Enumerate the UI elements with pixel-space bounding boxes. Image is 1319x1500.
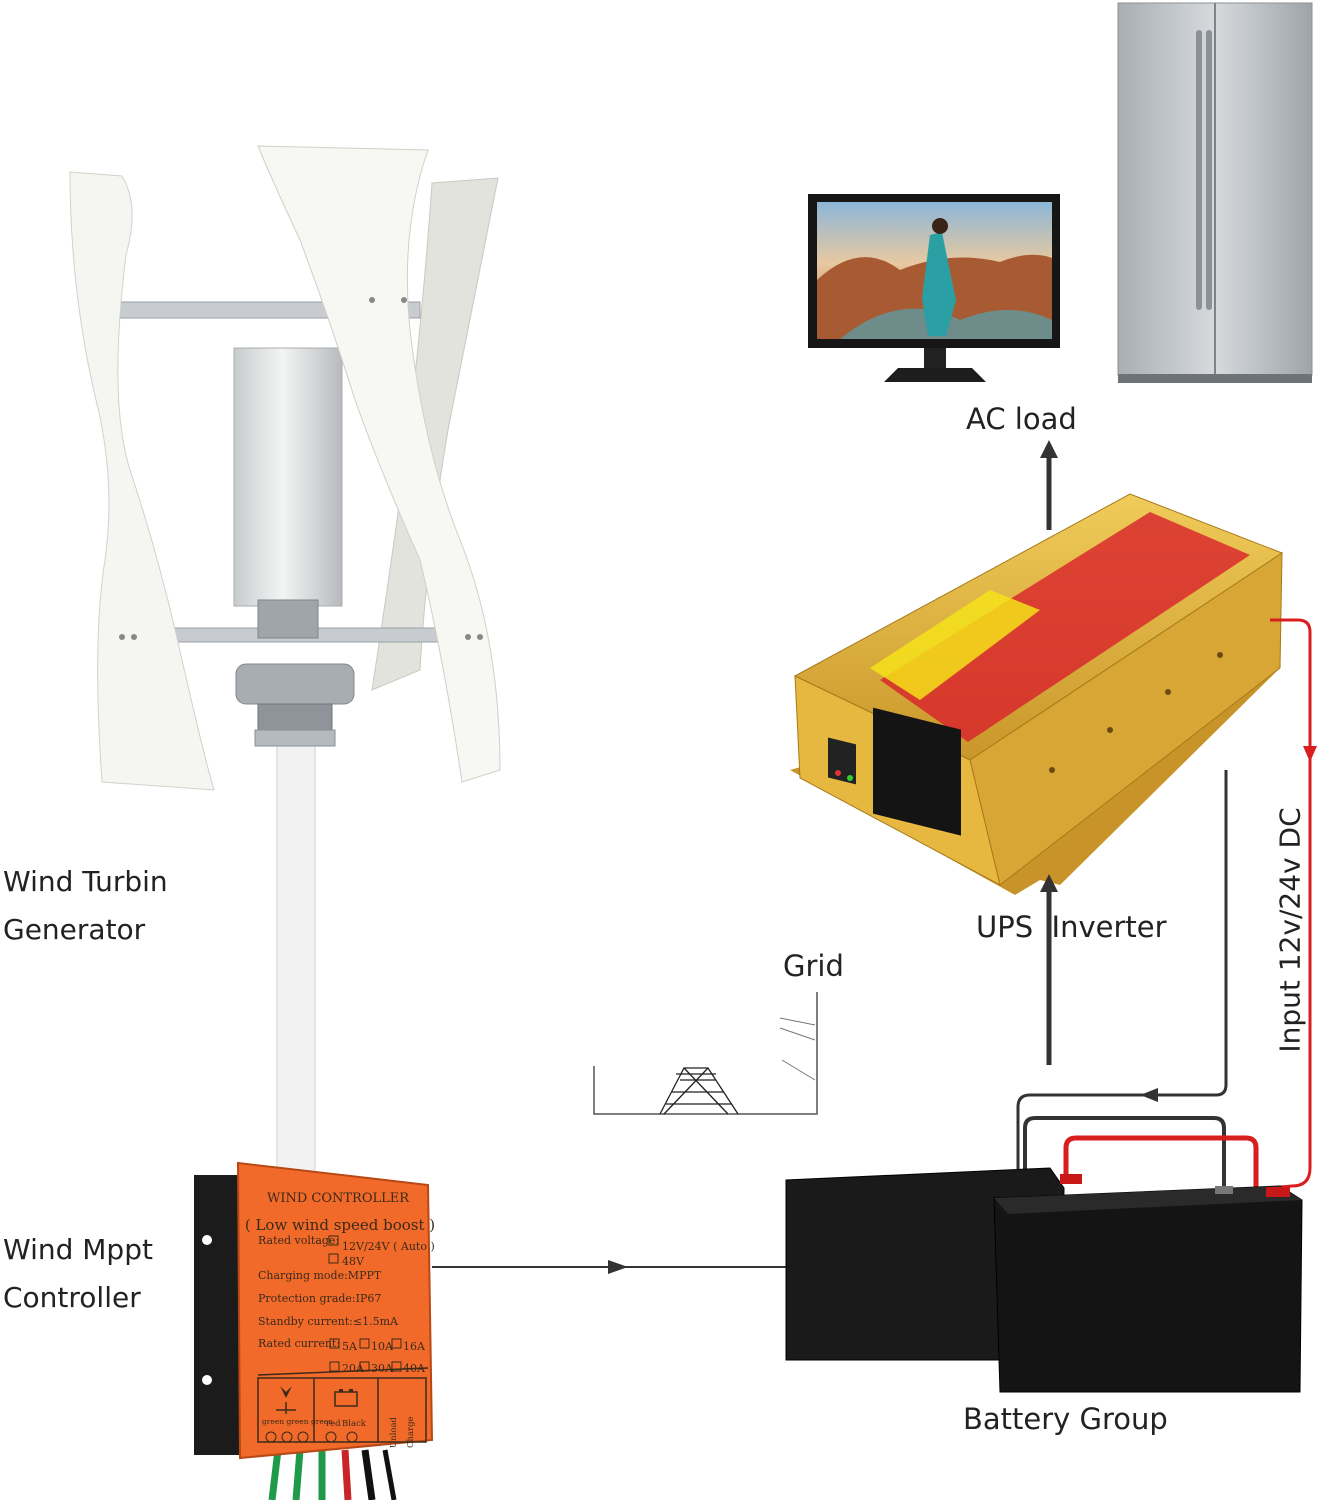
battery-group-label: Battery Group [963,1402,1168,1436]
controller-terminal-unload: Unload [389,1416,399,1448]
controller-current-5a: 5A [342,1340,358,1353]
battery-group-illustration [785,1167,1303,1393]
controller-rated-current-label: Rated current: [258,1337,340,1350]
controller-current-16a: 16A [403,1340,426,1353]
controller-terminal-red: red [326,1419,341,1429]
battery-front [993,1185,1303,1393]
turbine-blade-back [371,177,499,691]
tv-illustration [808,194,1060,382]
inverter-illustration [790,493,1284,895]
fridge-illustration [1117,2,1313,383]
wind-turbine-label-line2: Generator [3,912,146,946]
wind-controller-label-line1: Wind Mppt [3,1233,153,1266]
controller-title: WIND CONTROLLER [267,1191,410,1206]
controller-protection-grade: Protection grade:IP67 [258,1292,381,1305]
ac-load-label: AC load [966,402,1077,436]
turbine-blade-left [69,171,215,791]
turbine-mast [276,734,316,1176]
controller-terminal-charge: Charge [406,1416,416,1448]
battery-icon [334,1389,358,1407]
turbine-blade-front [257,145,501,783]
turbine-generator-hub [233,347,343,607]
controller-rated-voltage-option1: 12V/24V ( Auto ) [342,1240,435,1253]
windmill-icon [276,1386,296,1414]
controller-charging-mode: Charging mode:MPPT [258,1269,382,1282]
controller-rated-voltage-option2: 48V [342,1255,365,1268]
wind-turbine-illustration [69,145,501,1176]
controller-rated-voltage-label: Rated voltage: [258,1234,339,1247]
grid-illustration [593,992,818,1115]
controller-current-30a: 30A [371,1362,394,1375]
controller-body [236,1161,434,1460]
transmission-tower-icon [659,1067,739,1115]
controller-terminal-green: green green green [262,1417,333,1426]
controller-terminal-black: Black [342,1419,367,1429]
input-dc-label: Input 12v/24v DC [1273,807,1307,1053]
wind-turbine-label: Wind Turbin Generator [3,858,168,953]
dc-input-red-wire [1267,618,1312,1190]
controller-subtitle: ( Low wind speed boost ) [245,1216,435,1234]
controller-current-20a: 20A [342,1362,365,1375]
grid-label: Grid [783,949,844,983]
controller-current-10a: 10A [371,1340,394,1353]
ups-inverter-label: UPS Inverter [976,910,1167,944]
wind-controller-label-line2: Controller [3,1280,141,1314]
wind-controller-label: Wind Mppt Controller [3,1226,153,1321]
wind-turbine-label-line1: Wind Turbin [3,865,168,898]
controller-current-40a: 40A [403,1362,426,1375]
wind-controller-illustration: WIND CONTROLLER ( Low wind speed boost )… [194,1161,435,1500]
controller-standby-current: Standby current:≤1.5mA [258,1315,399,1328]
